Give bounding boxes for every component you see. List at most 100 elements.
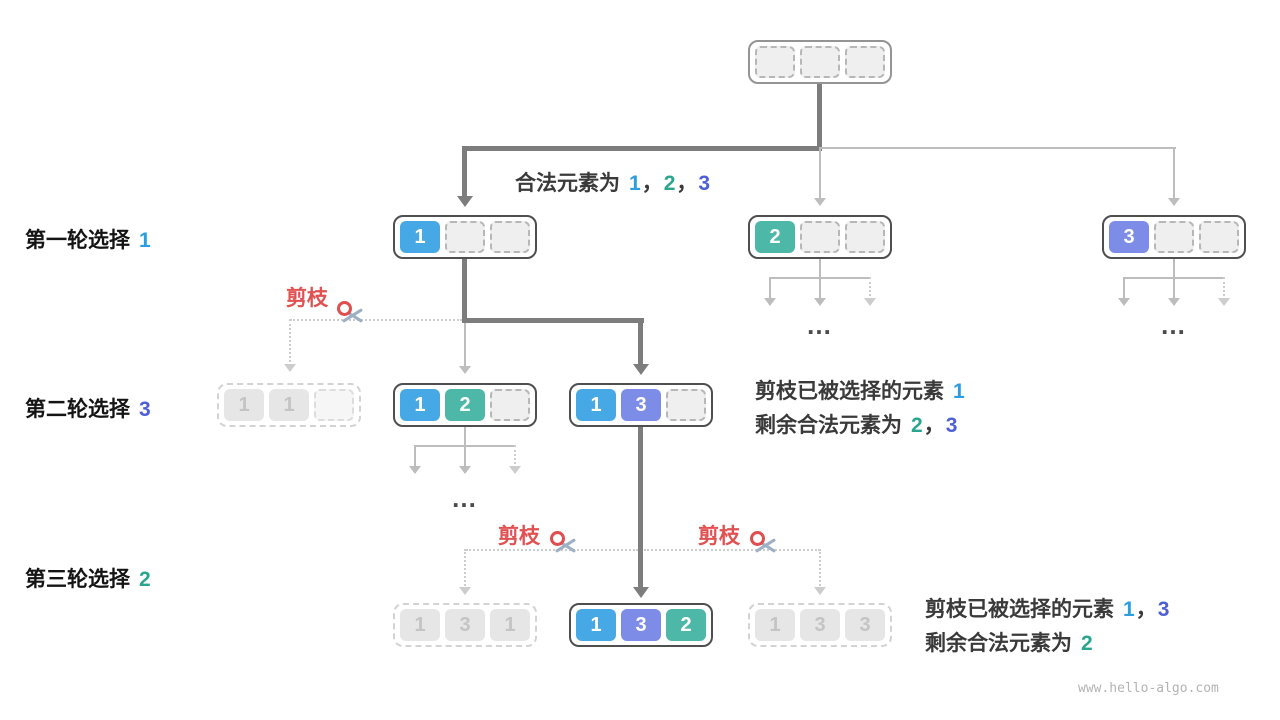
note-text: 剩余合法元素为 (925, 632, 1072, 655)
note-text: 合法元素为 (515, 172, 620, 195)
note-value: 3 (945, 414, 958, 437)
edge-node1-right-branch (462, 318, 644, 323)
arrowhead-node3-child-c (1218, 298, 1230, 306)
edge-to-node-2 (819, 147, 821, 200)
edge-node3-child-a (1123, 277, 1125, 300)
note-comma: ， (676, 172, 698, 195)
edge-to-node-13 (638, 318, 643, 366)
scissors-handle (750, 531, 765, 546)
round-pick-value: 1 (139, 229, 151, 252)
note-comma: ， (641, 172, 663, 195)
node-cell (800, 221, 840, 253)
scissors-handle (550, 531, 565, 546)
edge-node1-down (462, 259, 467, 323)
edge-to-node-132 (638, 427, 643, 589)
tree-node-133-pruned: 1 3 3 (748, 603, 892, 647)
node-cell (445, 221, 485, 253)
arrowhead-pruned-133 (814, 587, 826, 595)
edge-node3-stub (1173, 259, 1175, 278)
note-value: 1 (953, 380, 965, 403)
node-cell (1199, 221, 1239, 253)
node-cell: 1 (490, 609, 530, 641)
node-cell: 1 (576, 389, 616, 421)
edge-to-node-3 (1173, 147, 1175, 200)
arrowhead-to-node-132 (633, 587, 649, 598)
pruned-edge-h-right-level3 (644, 549, 820, 551)
tree-node-12: 1 2 (393, 383, 537, 427)
node-cell: 2 (755, 221, 795, 253)
arrowhead-to-node-12 (459, 366, 471, 374)
tree-node-131-pruned: 1 3 1 (393, 603, 537, 647)
tree-node-11-pruned: 1 1 (217, 383, 361, 427)
tree-node-13: 1 3 (569, 383, 713, 427)
note-value: 2 (1081, 632, 1093, 655)
node-cell: 3 (445, 609, 485, 641)
pruned-edge-v-left-level3 (464, 549, 466, 589)
node-cell (1154, 221, 1194, 253)
scissors-icon (549, 530, 579, 560)
node-cell: 2 (666, 609, 706, 641)
note-value: 2 (663, 172, 676, 195)
arrowhead-node3-child-b (1168, 298, 1180, 306)
tree-node-root (748, 40, 892, 84)
edge-node12-child-a (414, 445, 416, 468)
arrowhead-node12-child-b (459, 466, 471, 474)
arrowhead-to-node-1 (457, 196, 473, 207)
round-pick-value: 2 (139, 568, 151, 591)
note-text: 剩余合法元素为 (755, 414, 902, 437)
arrowhead-pruned-level2 (284, 364, 296, 372)
scissors-icon (336, 300, 366, 330)
tree-node-1: 1 (393, 215, 537, 259)
node-cell: 1 (755, 609, 795, 641)
node-cell: 2 (445, 389, 485, 421)
pruned-edge-v-right-level3 (819, 549, 821, 589)
round-pick-value: 3 (139, 398, 151, 421)
node-cell: 3 (1109, 221, 1149, 253)
pruned-edge-h-level2 (290, 319, 462, 321)
note-value: 3 (698, 172, 711, 195)
arrowhead-node2-child-b (814, 298, 826, 306)
edge-node2-child-b (819, 277, 821, 300)
note-text: 剪枝已被选择的元素 (925, 598, 1114, 621)
arrowhead-node12-child-a (409, 466, 421, 474)
watermark: www.hello-algo.com (1078, 681, 1219, 696)
arrowhead-to-node-3 (1168, 198, 1180, 206)
scissors-handle (337, 301, 352, 316)
node-cell (755, 46, 795, 78)
prune-label-level3-left: 剪枝 (498, 525, 540, 548)
node-cell (490, 389, 530, 421)
round-label-text: 第三轮选择 (25, 568, 130, 591)
node-cell: 1 (400, 389, 440, 421)
edge-node2-stub (819, 259, 821, 278)
pruned-edge-h-left-level3 (466, 549, 638, 551)
arrowhead-pruned-131 (459, 587, 471, 595)
tree-node-132: 1 3 2 (569, 603, 713, 647)
prune-label-level3-right: 剪枝 (698, 525, 740, 548)
node-cell (845, 46, 885, 78)
node-cell: 1 (400, 221, 440, 253)
node-cell: 1 (269, 389, 309, 421)
prune-label-level2: 剪枝 (286, 287, 328, 310)
node-cell: 3 (845, 609, 885, 641)
arrowhead-node2-child-c (864, 298, 876, 306)
edge-node3-child-c (1223, 277, 1225, 300)
node-cell: 3 (621, 609, 661, 641)
node-cell: 1 (400, 609, 440, 641)
node-cell (845, 221, 885, 253)
arrowhead-to-node-13 (633, 364, 649, 375)
edge-to-node-1 (462, 146, 467, 198)
edge-root-down (817, 84, 822, 148)
edge-node2-child-a (769, 277, 771, 300)
note-value: 2 (911, 414, 923, 437)
tree-node-2: 2 (748, 215, 892, 259)
round-label-text: 第二轮选择 (25, 398, 130, 421)
arrowhead-node12-child-c (509, 466, 521, 474)
node-cell (666, 389, 706, 421)
level3-note-line2: 剩余合法元素为 2 (925, 627, 1094, 657)
arrowhead-to-node-2 (814, 198, 826, 206)
